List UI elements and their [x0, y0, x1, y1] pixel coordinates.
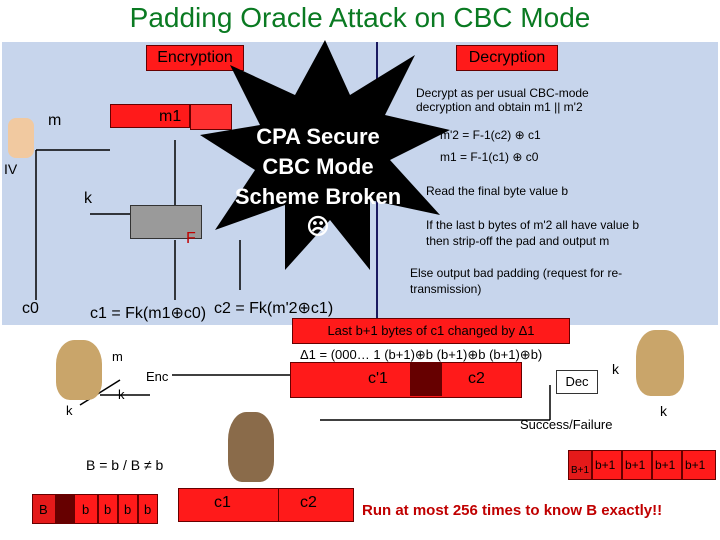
b-plus-one-bytes: B+1 b+1 b+1 b+1 b+1: [568, 450, 718, 480]
byte-cell: b: [118, 494, 138, 524]
dec-line: decryption and obtain m1 || m'2: [416, 100, 583, 114]
byte-cell: b: [138, 494, 158, 524]
attack-c2-label: c2: [468, 370, 485, 387]
byte-cell: B+1: [568, 450, 592, 480]
delta-equation: Δ1 = (000… 1 (b+1)⊕b (b+1)⊕b (b+1)⊕b): [300, 347, 543, 362]
iv-label: IV: [4, 161, 18, 177]
attack-k-enc-label: k: [118, 387, 125, 402]
bottom-c1-block: [178, 488, 280, 522]
attack-k-left-label: k: [66, 403, 73, 418]
dec-line: m'2 = F-1(c2) ⊕ c1: [440, 128, 541, 142]
c2-equation: c2 = Fk(m'2⊕c1): [214, 300, 334, 317]
dec-line: then strip-off the pad and output m: [426, 234, 610, 248]
decryption-label: Decryption: [456, 45, 558, 71]
byte-cell: B: [32, 494, 56, 524]
attack-k-right-label: k: [660, 403, 667, 419]
pad-block: [190, 104, 232, 130]
attack-m-label: m: [112, 349, 123, 364]
attack-k-dec-label: k: [612, 361, 619, 377]
enc-m-label: m: [48, 112, 62, 129]
adversary-avatar: [228, 412, 274, 482]
oracle-avatar: [636, 330, 684, 396]
bottom-c2-block: [278, 488, 354, 522]
prf-label: F: [186, 230, 196, 247]
byte-cell: b: [74, 494, 98, 524]
byte-cell: b+1: [682, 450, 716, 480]
encryption-label: Encryption: [146, 45, 244, 71]
b-bytes: B b b b b: [32, 494, 162, 524]
dec-line: Decrypt as per usual CBC-mode: [416, 86, 589, 100]
sender-avatar: [56, 340, 102, 400]
dec-label: Dec: [556, 370, 598, 394]
dec-line: If the last b bytes of m'2 all have valu…: [426, 218, 640, 232]
b-equation: B = b / B ≠ b: [86, 457, 164, 473]
enc-label: Enc: [146, 369, 169, 384]
sender-hand-icon: [8, 118, 34, 158]
page-title: Padding Oracle Attack on CBC Mode: [129, 2, 591, 33]
c0-label: c0: [22, 300, 39, 317]
run-note: Run at most 256 times to know B exactly!…: [362, 502, 663, 519]
cpa-line: CPA Secure: [256, 124, 380, 149]
dec-line: m1 = F-1(c1) ⊕ c0: [440, 150, 539, 164]
byte-cell: b+1: [622, 450, 652, 480]
bottom-c2-label: c2: [300, 494, 317, 511]
byte-cell: b: [98, 494, 118, 524]
last-bytes-note: Last b+1 bytes of c1 changed by Δ1: [292, 318, 570, 344]
cpa-message: CPA Secure CBC Mode Scheme Broken ☹: [218, 122, 418, 242]
c1-prime-label: c'1: [368, 370, 388, 387]
sad-face-icon: ☹: [306, 214, 330, 239]
enc-k-label: k: [84, 190, 92, 207]
m1-block: m1: [110, 104, 190, 128]
ciphertext-bar: [290, 362, 522, 398]
success-failure-label: Success/Failure: [520, 417, 613, 432]
c1-equation: c1 = Fk(m1⊕c0): [90, 305, 207, 322]
byte-cell: b+1: [592, 450, 622, 480]
dec-line: Read the final byte value b: [426, 184, 569, 198]
cpa-line: Scheme Broken: [234, 184, 402, 209]
bottom-c1-label: c1: [214, 494, 231, 511]
modified-bytes: [410, 362, 442, 396]
prf-box: [130, 205, 202, 239]
dec-line: Else output bad padding (request for re-: [410, 266, 623, 280]
dec-line: transmission): [410, 282, 482, 296]
byte-cell: b+1: [652, 450, 682, 480]
cpa-line: CBC Mode: [262, 154, 374, 179]
cpa-starburst: [200, 40, 450, 270]
m1-label: m1: [159, 108, 182, 125]
byte-cell: [56, 494, 74, 524]
